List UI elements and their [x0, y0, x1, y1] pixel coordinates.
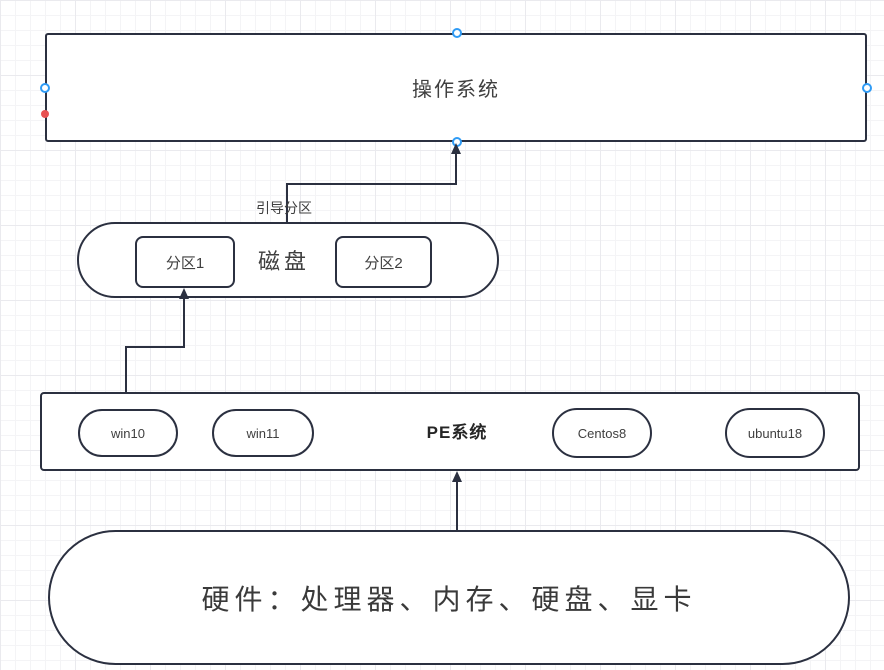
pe-os-win11[interactable]: win11 — [212, 409, 314, 457]
disk-node-label: 磁盘 — [257, 249, 310, 274]
edge-hardware-to-pe-arrowhead[interactable] — [452, 471, 462, 482]
edge-disk-to-os-segment[interactable] — [286, 183, 457, 185]
pe-os-centos8-label: Centos8 — [577, 425, 627, 441]
resize-handle-top-center[interactable] — [452, 28, 462, 38]
edge-disk-to-os-segment[interactable] — [455, 153, 457, 184]
hardware-node-label: 硬件：处理器、内存、硬盘、显卡 — [201, 583, 697, 615]
edge-win10-to-partition1-segment[interactable] — [125, 346, 185, 348]
edge-win10-to-partition1-arrowhead[interactable] — [179, 288, 189, 299]
pe-os-ubuntu18-label: ubuntu18 — [747, 425, 803, 441]
pe-os-win11-label: win11 — [246, 425, 280, 441]
pe-os-win10-label: win10 — [111, 425, 145, 441]
edge-disk-to-os-arrowhead[interactable] — [451, 143, 461, 154]
edge-disk-to-os-segment[interactable] — [286, 183, 288, 223]
partition1-node[interactable]: 分区1 — [135, 236, 235, 288]
pe-os-win10[interactable]: win10 — [78, 409, 178, 457]
partition1-label: 分区1 — [165, 254, 205, 272]
resize-handle-right-middle[interactable] — [862, 83, 872, 93]
boot-partition-edge-label: 引导分区 — [256, 200, 312, 216]
edge-hardware-to-pe-segment[interactable] — [456, 482, 458, 530]
pe-node-label: PE系统 — [426, 423, 488, 442]
os-node-label: 操作系统 — [412, 79, 500, 101]
edge-win10-to-partition1-segment[interactable] — [183, 298, 185, 348]
disk-node[interactable]: 分区1 磁盘 分区2 — [77, 222, 499, 298]
resize-handle-left-middle[interactable] — [40, 83, 50, 93]
edge-win10-to-partition1-segment[interactable] — [125, 347, 127, 407]
partition2-node[interactable]: 分区2 — [335, 236, 432, 288]
pe-node[interactable]: win10 win11 PE系统 Centos8 ubuntu18 — [40, 392, 860, 471]
hardware-node[interactable]: 硬件：处理器、内存、硬盘、显卡 — [48, 530, 850, 665]
pe-os-ubuntu18[interactable]: ubuntu18 — [725, 408, 825, 458]
os-node[interactable]: 操作系统 — [45, 33, 867, 142]
pe-os-centos8[interactable]: Centos8 — [552, 408, 652, 458]
partition2-label: 分区2 — [364, 254, 403, 272]
connection-anchor-dot[interactable] — [41, 110, 49, 118]
